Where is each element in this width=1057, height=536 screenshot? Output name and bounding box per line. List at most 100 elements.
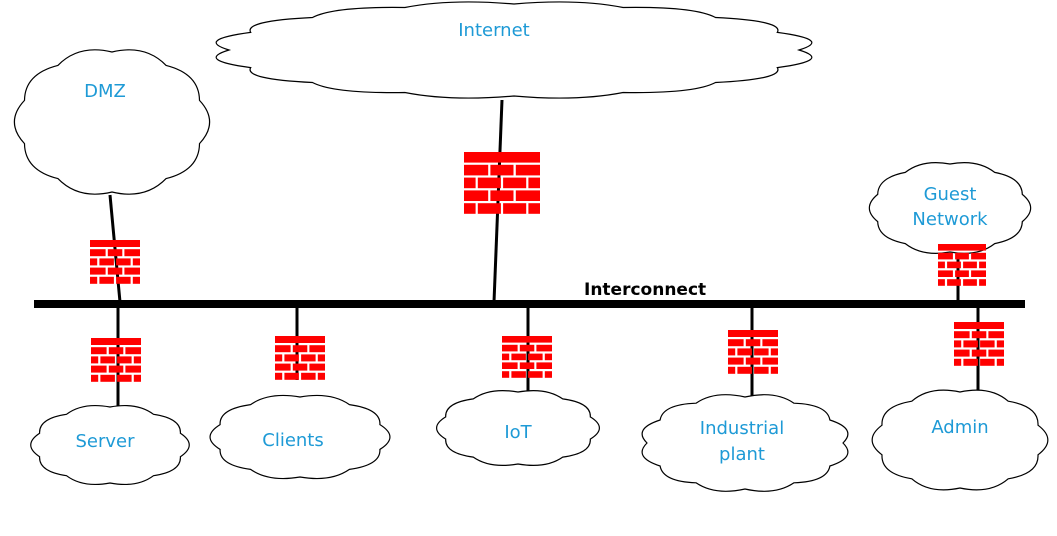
firewall-brick bbox=[91, 356, 99, 364]
firewall-brick bbox=[464, 203, 476, 214]
firewall-brick bbox=[511, 353, 526, 361]
firewall-brick bbox=[301, 372, 316, 380]
firewall-brick bbox=[745, 339, 761, 347]
firewall-brick bbox=[490, 164, 514, 176]
firewall-brick bbox=[275, 372, 283, 380]
cloud-guest-label: Network bbox=[912, 209, 988, 230]
firewall-brick bbox=[963, 261, 977, 269]
firewall-guest-icon bbox=[938, 244, 986, 286]
firewall-brick bbox=[770, 366, 778, 374]
firewall-brick bbox=[90, 249, 106, 257]
firewall-brick bbox=[124, 267, 140, 275]
firewall-brick bbox=[971, 270, 986, 277]
firewall-brick bbox=[745, 357, 761, 365]
firewall-brick bbox=[971, 331, 987, 339]
firewall-brick bbox=[938, 261, 945, 269]
firewall-brick bbox=[477, 203, 501, 214]
firewall-brick bbox=[954, 331, 970, 339]
cloud-dmz-label: DMZ bbox=[84, 81, 126, 102]
firewall-brick bbox=[503, 203, 527, 214]
firewall-brick bbox=[309, 363, 325, 371]
firewall-brick bbox=[728, 366, 736, 374]
firewall-brick bbox=[544, 371, 552, 378]
firewall-brick bbox=[490, 190, 514, 201]
cloud-clients-shape bbox=[209, 394, 391, 480]
cloud-guest-shape bbox=[868, 162, 1032, 254]
cloud-admin-label: Admin bbox=[931, 417, 988, 438]
firewall-brick bbox=[90, 267, 106, 275]
firewall-brick bbox=[762, 357, 778, 365]
firewall-brick bbox=[108, 365, 124, 373]
firewall-brick bbox=[275, 363, 291, 371]
firewall-brick bbox=[963, 279, 977, 286]
firewall-brick bbox=[980, 358, 995, 366]
firewall-brick bbox=[91, 347, 107, 355]
firewall-brick bbox=[955, 270, 969, 277]
cloud-industrial-shape bbox=[641, 394, 849, 492]
firewall-brick bbox=[515, 164, 540, 176]
firewall-brick bbox=[971, 349, 987, 357]
firewall-admin-icon bbox=[954, 322, 1004, 366]
firewall-brick bbox=[117, 374, 132, 382]
firewall-brick bbox=[528, 371, 543, 378]
cloud-iot-label: IoT bbox=[504, 422, 532, 443]
firewall-brick bbox=[954, 349, 970, 357]
cloud-industrial-label: Industrial bbox=[700, 418, 784, 439]
firewall-brick bbox=[770, 348, 778, 356]
firewall-brick bbox=[996, 358, 1004, 366]
firewall-brick bbox=[963, 340, 978, 348]
firewall-brick bbox=[464, 177, 476, 189]
cloud-server-shape bbox=[30, 404, 190, 486]
firewall-brick bbox=[275, 345, 291, 353]
firewall-brick bbox=[116, 258, 131, 266]
firewall-brick bbox=[971, 252, 986, 260]
firewall-brick bbox=[502, 362, 518, 369]
firewall-brick bbox=[528, 353, 543, 361]
firewall-iot-icon bbox=[502, 336, 552, 378]
firewall-brick bbox=[91, 338, 141, 345]
cloud-admin: Admin bbox=[871, 389, 1049, 491]
wire-dmz bbox=[108, 194, 122, 303]
firewall-brick bbox=[511, 371, 526, 378]
firewall-brick bbox=[464, 190, 489, 201]
firewall-brick bbox=[954, 358, 962, 366]
firewall-brick bbox=[132, 258, 140, 266]
firewall-brick bbox=[979, 279, 986, 286]
firewall-brick bbox=[464, 164, 489, 176]
firewall-brick bbox=[133, 356, 141, 364]
firewall-brick bbox=[275, 336, 325, 343]
firewall-brick bbox=[125, 365, 141, 373]
firewall-brick bbox=[502, 353, 510, 361]
firewall-brick bbox=[519, 344, 535, 352]
interconnect-label: Interconnect bbox=[584, 280, 706, 300]
firewall-brick bbox=[100, 374, 115, 382]
firewall-clients-icon bbox=[275, 336, 325, 380]
firewall-brick bbox=[754, 366, 769, 374]
cloud-iot-shape bbox=[436, 390, 600, 466]
firewall-brick bbox=[938, 244, 986, 251]
cloud-internet: Internet bbox=[215, 1, 813, 99]
firewall-brick bbox=[938, 270, 953, 277]
firewall-brick bbox=[100, 356, 115, 364]
firewall-brick bbox=[502, 336, 552, 343]
firewall-brick bbox=[988, 331, 1004, 339]
firewall-brick bbox=[954, 322, 1004, 329]
firewall-brick bbox=[754, 348, 769, 356]
firewall-brick bbox=[938, 279, 945, 286]
firewall-brick bbox=[107, 249, 123, 257]
firewall-brick bbox=[464, 152, 540, 163]
firewall-brick bbox=[737, 348, 752, 356]
firewall-brick bbox=[125, 347, 141, 355]
firewall-brick bbox=[980, 340, 995, 348]
firewall-brick bbox=[99, 276, 114, 284]
firewall-dmz-icon bbox=[90, 240, 140, 284]
firewall-brick bbox=[947, 261, 961, 269]
cloud-dmz: DMZ bbox=[13, 49, 211, 195]
firewall-brick bbox=[728, 348, 736, 356]
firewall-brick bbox=[544, 353, 552, 361]
cloud-server-label: Server bbox=[75, 431, 135, 452]
firewall-brick bbox=[963, 358, 978, 366]
